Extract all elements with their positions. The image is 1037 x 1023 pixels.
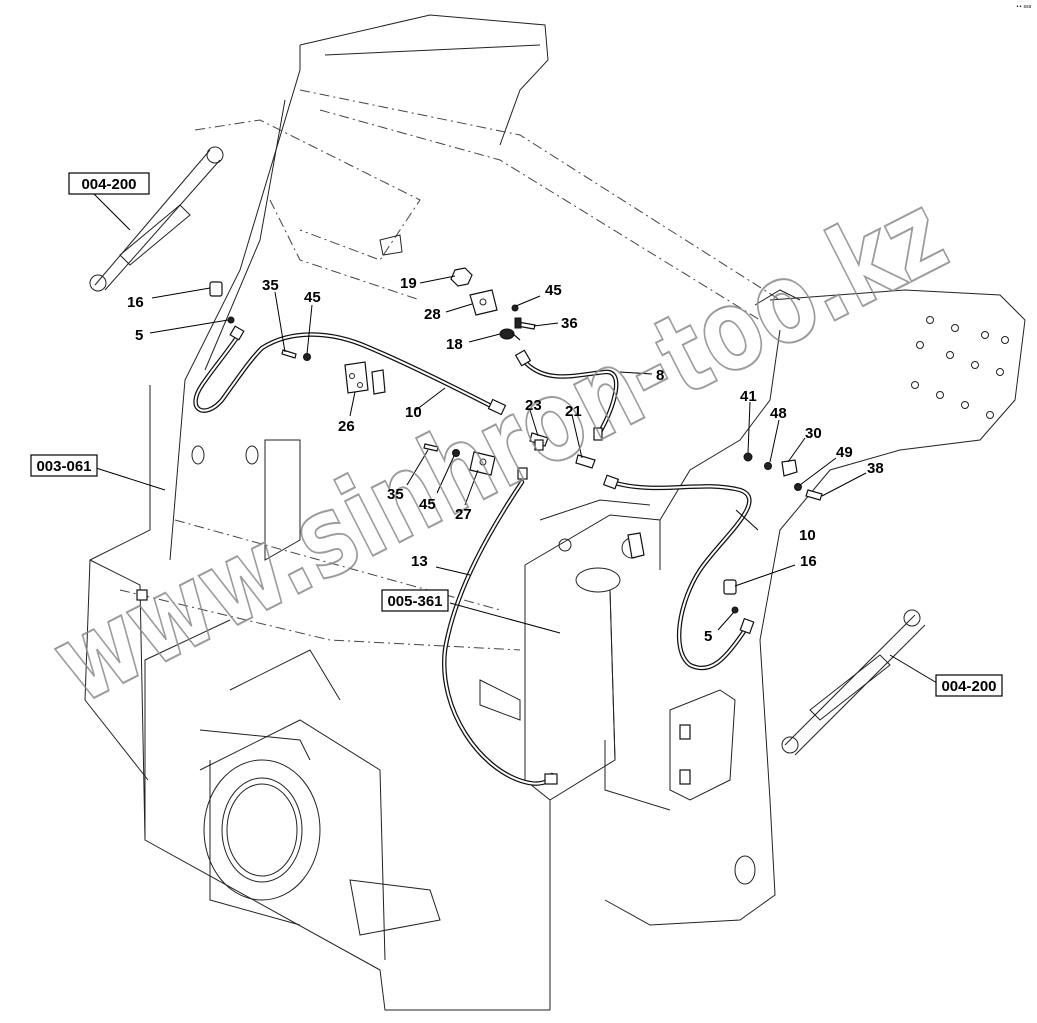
frame-structure xyxy=(84,14,1026,1011)
callout-26: 26 xyxy=(338,418,355,435)
reference-box-004-200-top: 004-200 xyxy=(68,172,150,195)
callout-23: 23 xyxy=(525,397,542,414)
references: 004-200 003-061 005-361 004-200 xyxy=(30,172,1003,697)
hose-8 xyxy=(520,357,619,435)
callout-35: 35 xyxy=(387,486,404,503)
reference-box-003-061: 003-061 xyxy=(30,454,98,477)
leader-lines xyxy=(91,191,938,684)
callout-45: 45 xyxy=(419,496,436,513)
callout-49: 49 xyxy=(836,444,853,461)
callout-48: 48 xyxy=(770,405,787,422)
callout-5: 5 xyxy=(135,327,143,344)
callout-18: 18 xyxy=(446,336,463,353)
callout-41: 41 xyxy=(740,388,757,405)
hose-10-left xyxy=(193,332,498,413)
callout-38: 38 xyxy=(867,460,884,477)
watermark: www.sinhron-too.kz xyxy=(33,168,965,729)
callout-45: 45 xyxy=(304,289,321,306)
callout-28: 28 xyxy=(424,306,441,323)
callout-10: 10 xyxy=(405,404,422,421)
reference-label: 004-200 xyxy=(81,176,136,193)
callout-19: 19 xyxy=(400,275,417,292)
callout-27: 27 xyxy=(455,506,472,523)
callout-13: 13 xyxy=(411,553,428,570)
callout-16: 16 xyxy=(800,553,817,570)
callout-10: 10 xyxy=(799,527,816,544)
hose-10-right xyxy=(612,480,752,671)
callout-8: 8 xyxy=(656,367,664,384)
reference-label: 005-361 xyxy=(387,593,442,610)
reference-label: 004-200 xyxy=(941,678,996,695)
hose-13 xyxy=(441,479,555,786)
callout-16: 16 xyxy=(127,294,144,311)
reference-box-004-200-bottom: 004-200 xyxy=(935,674,1003,697)
callout-30: 30 xyxy=(805,425,822,442)
corner-mark: •• sss xyxy=(1016,4,1032,10)
fittings xyxy=(209,267,823,785)
callout-45: 45 xyxy=(545,282,562,299)
callout-36: 36 xyxy=(561,315,578,332)
callout-35: 35 xyxy=(262,277,279,294)
reference-label: 003-061 xyxy=(36,458,91,475)
callouts: 16 5 35 45 19 45 28 36 18 8 26 10 23 21 … xyxy=(127,275,884,645)
callout-21: 21 xyxy=(565,403,582,420)
reference-box-005-361: 005-361 xyxy=(381,589,449,612)
callout-5: 5 xyxy=(704,628,712,645)
